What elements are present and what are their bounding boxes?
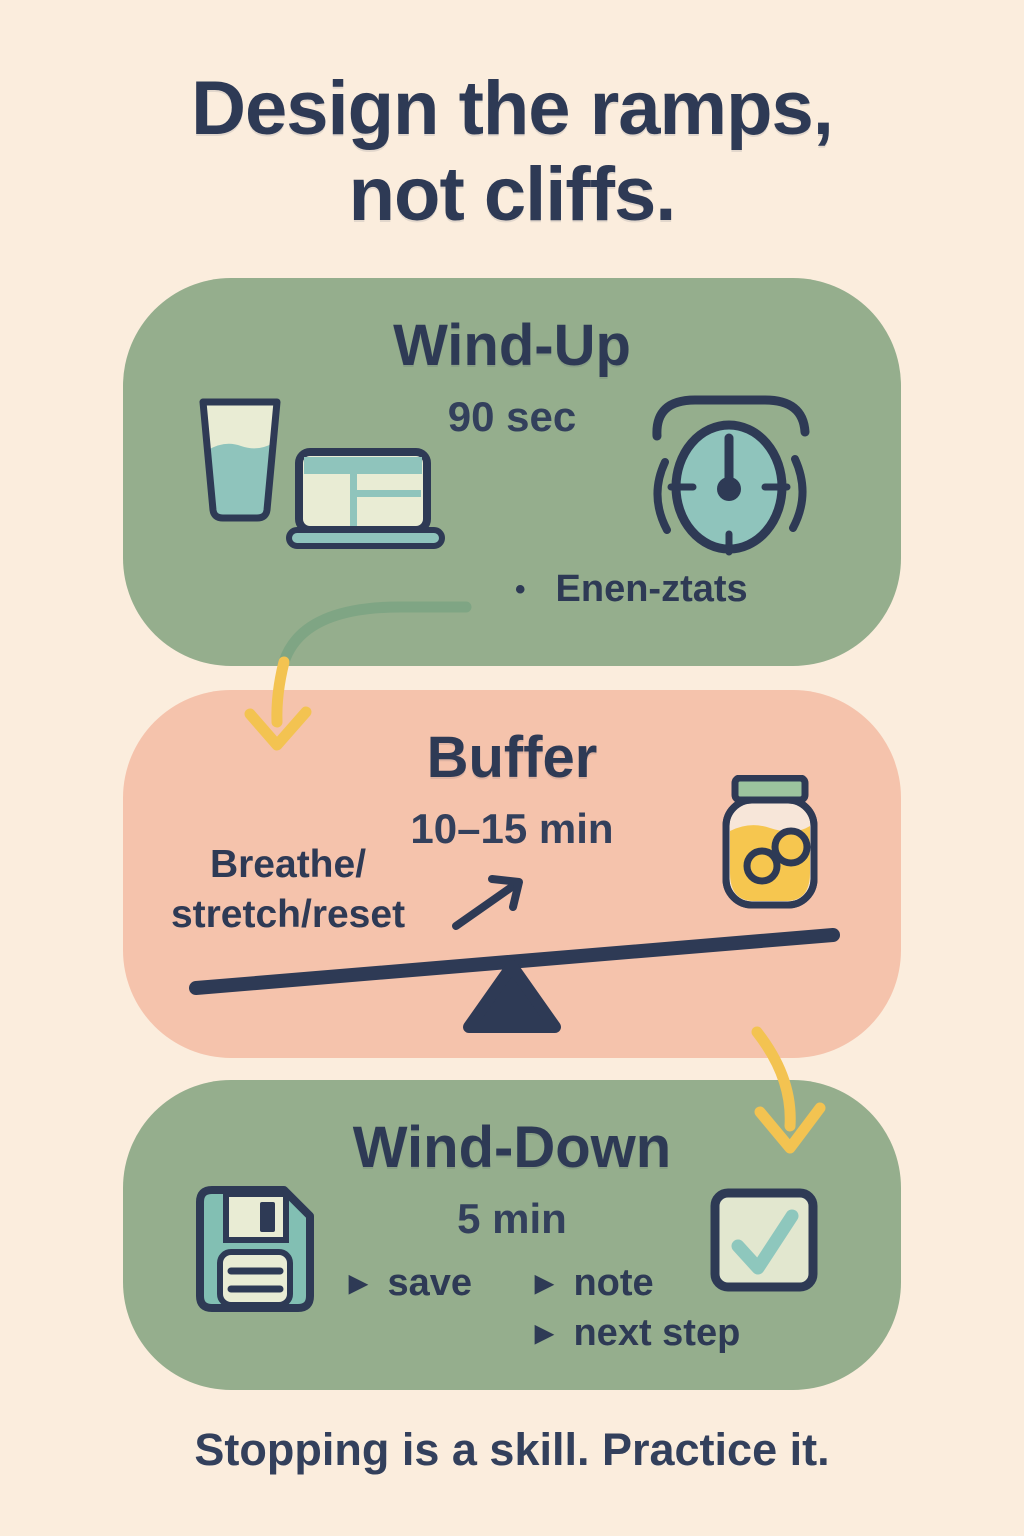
triangle-bullet-icon: ▶	[535, 1270, 554, 1297]
wind-down-bullet-next-step-label: next step	[573, 1312, 741, 1354]
water-glass-icon	[199, 398, 281, 522]
jar-icon	[722, 775, 818, 909]
buffer-note: Breathe/ stretch/reset	[157, 840, 419, 939]
wind-down-bullet-note: ▶ note	[535, 1262, 654, 1305]
wind-up-bullet-item: • Enen-ztats	[515, 568, 748, 611]
wind-up-duration: 90 sec	[447, 393, 577, 440]
page-title: Design the ramps, not cliffs.	[0, 66, 1024, 238]
wind-up-bullet-label: Enen-ztats	[555, 568, 748, 610]
wind-down-bullet-save-label: save	[387, 1262, 473, 1304]
wind-down-title: Wind-Down	[352, 1115, 672, 1180]
floppy-disk-icon	[196, 1186, 314, 1312]
buffer-duration: 10–15 min	[410, 805, 614, 852]
buffer-note-line2: stretch/reset	[170, 892, 406, 936]
wind-down-card: Wind-Down 5 min ▶ save ▶ note ▶ next ste…	[123, 1080, 901, 1390]
wind-up-title: Wind-Up	[393, 313, 631, 378]
wind-down-duration: 5 min	[457, 1195, 567, 1242]
laptop-icon	[286, 448, 445, 549]
triangle-bullet-icon: ▶	[535, 1320, 554, 1347]
checkbox-icon	[710, 1188, 818, 1292]
page-title-line1: Design the ramps,	[191, 66, 834, 151]
triangle-bullet-icon: ▶	[349, 1270, 368, 1297]
footer-tagline: Stopping is a skill. Practice it.	[194, 1424, 830, 1475]
wind-down-bullet-next-step: ▶ next step	[535, 1312, 740, 1355]
buffer-note-line1: Breathe/	[209, 843, 367, 886]
wind-down-bullet-note-label: note	[573, 1262, 654, 1304]
buffer-card: Buffer 10–15 min Breathe/ stretch/reset	[123, 690, 901, 1058]
wind-down-bullet-save: ▶ save	[349, 1262, 472, 1305]
bullet-dot-icon: •	[515, 572, 526, 606]
buffer-title: Buffer	[426, 725, 598, 790]
wind-up-card: Wind-Up 90 sec • Enen-ztat	[123, 278, 901, 666]
page-title-line2: not cliffs.	[348, 151, 677, 237]
timer-icon	[652, 395, 810, 556]
